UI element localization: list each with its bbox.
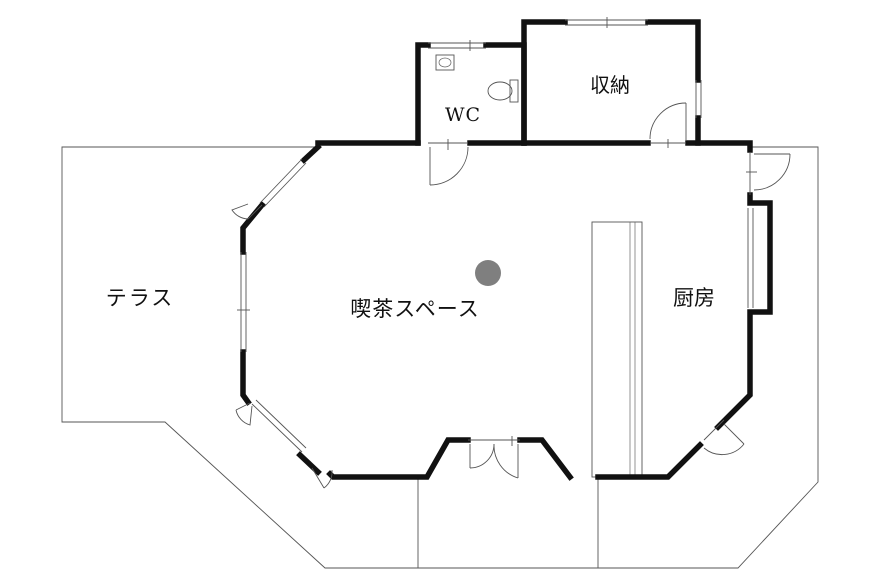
room-label-storage: 収納 [590, 73, 630, 97]
storage-door [649, 102, 687, 148]
terrace-outline [61, 146, 819, 569]
wc-door [428, 139, 469, 186]
room-label-kitchen: 厨房 [673, 286, 715, 310]
terrace-door-lower [235, 402, 253, 426]
doors [231, 102, 791, 489]
toilet-icon [487, 79, 519, 103]
walls [240, 19, 773, 481]
terrace-door-bottom [311, 467, 333, 489]
room-label-wc: WC [445, 104, 481, 126]
column-marker [475, 260, 501, 286]
entrance-double-door [468, 436, 520, 479]
sink-icon [435, 54, 455, 71]
kitchen-back-door [703, 419, 745, 456]
room-labels: 喫茶スペース テラス 厨房 収納 WC [106, 73, 715, 321]
windows [237, 17, 754, 453]
terrace-door-upper [231, 203, 263, 220]
room-label-cafe: 喫茶スペース [350, 297, 479, 321]
kitchen-side-door [746, 152, 791, 195]
room-label-terrace: テラス [106, 286, 175, 310]
kitchen-counter [591, 221, 643, 478]
wc-fixtures [435, 54, 519, 103]
